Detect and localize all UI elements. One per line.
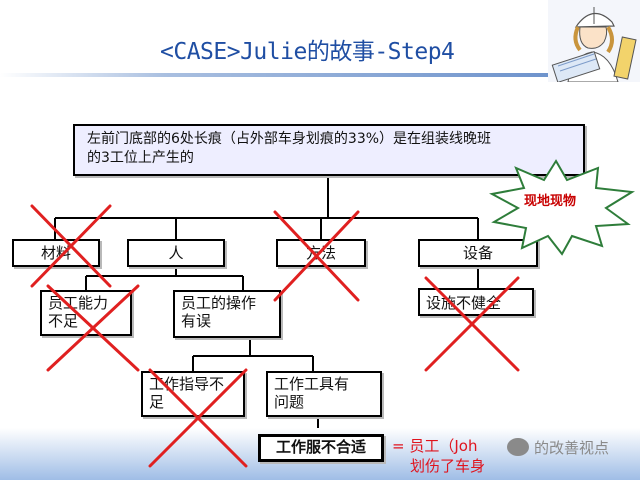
cause-work-instruction-line-1: 工作指导不 bbox=[149, 375, 225, 393]
engineer-illustration bbox=[548, 0, 640, 82]
burst-label: 现地现物 bbox=[524, 194, 577, 209]
conclusion-text: = 员工（Joh 划伤了车身 bbox=[392, 436, 485, 476]
cause-work-tools: 工作工具有 问题 bbox=[266, 371, 382, 417]
problem-line-2: 的3工位上产生的 bbox=[87, 150, 194, 166]
root-cause-clothing: 工作服不合适 bbox=[258, 434, 384, 462]
cause-work-instruction: 工作指导不 足 bbox=[141, 371, 245, 417]
category-equipment: 设备 bbox=[418, 239, 538, 267]
category-people: 人 bbox=[127, 239, 225, 267]
category-material: 材料 bbox=[12, 239, 100, 267]
watermark-text: 的改善视点 bbox=[534, 439, 610, 457]
cause-staff-ability-line-1: 员工能力 bbox=[48, 294, 109, 312]
cause-work-instruction-line-2: 足 bbox=[149, 393, 165, 411]
title-underline bbox=[0, 73, 548, 77]
cause-staff-operation-line-1: 员工的操作 bbox=[181, 294, 257, 312]
cause-staff-ability-line-2: 不足 bbox=[48, 312, 79, 330]
problem-line-1: 左前门底部的6处长痕（占外部车身划痕的33%）是在组装线晚班 bbox=[87, 131, 492, 147]
slide-title: <CASE>Julie的故事-Step4 bbox=[160, 39, 455, 65]
cause-staff-operation: 员工的操作 有误 bbox=[173, 290, 281, 338]
cause-facility: 设施不健全 bbox=[418, 288, 534, 316]
wechat-bubbles-icon bbox=[507, 438, 529, 456]
conclusion-line-2: 划伤了车身 bbox=[410, 457, 486, 475]
problem-statement-box: 左前门底部的6处长痕（占外部车身划痕的33%）是在组装线晚班 的3工位上产生的 bbox=[73, 124, 585, 176]
cause-work-tools-line-1: 工作工具有 bbox=[274, 375, 350, 393]
category-method: 方法 bbox=[276, 239, 366, 267]
cause-work-tools-line-2: 问题 bbox=[274, 393, 305, 411]
cause-staff-ability: 员工能力 不足 bbox=[40, 290, 132, 336]
cause-staff-operation-line-2: 有误 bbox=[181, 312, 212, 330]
conclusion-line-1: = 员工（Joh bbox=[392, 437, 478, 455]
